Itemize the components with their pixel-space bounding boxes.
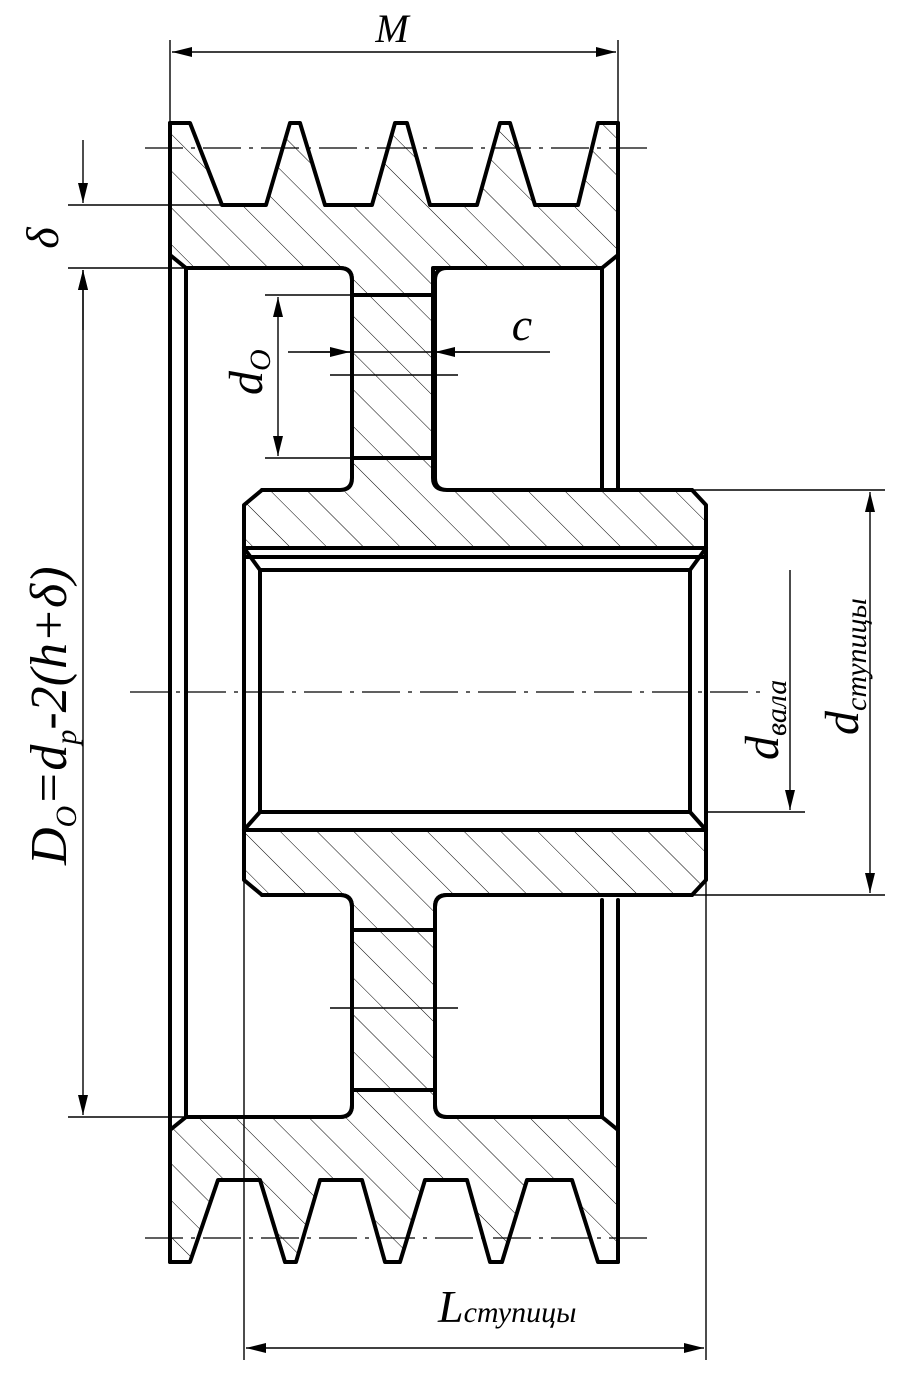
c-label: c <box>512 299 532 350</box>
top-right-pocket <box>433 266 694 492</box>
hub-top-section <box>242 456 708 550</box>
m-label: M <box>374 6 411 51</box>
shaft-bore-outline <box>242 546 708 832</box>
bottom-web-section <box>350 928 437 1092</box>
bottom-left-pocket <box>184 893 354 1119</box>
shaft-bore-inner <box>258 568 692 814</box>
hub-bottom-section <box>242 828 708 932</box>
top-web-section <box>350 293 435 460</box>
bottom-right-pocket <box>433 893 694 1119</box>
dshaft-label: dвала <box>736 680 793 760</box>
dwo-label: dO <box>220 349 277 395</box>
do-formula-label: DO=dp-2(h+δ) <box>21 566 83 866</box>
dhub-label: dступицы <box>816 598 873 735</box>
delta-label: δ <box>17 227 68 249</box>
bore-chamfers <box>242 546 708 832</box>
l-label: Lступицы <box>437 1281 576 1332</box>
